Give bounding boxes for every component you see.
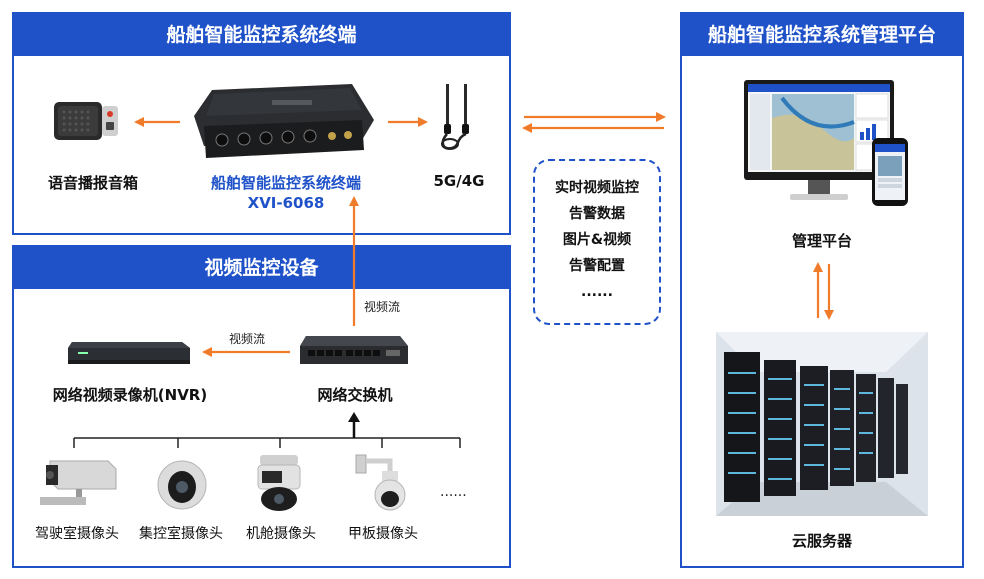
switch-device-icon	[300, 336, 408, 364]
camera-bus-lines	[73, 412, 461, 448]
bridge-camera-icon	[40, 460, 117, 505]
deck-camera-icon	[355, 454, 406, 511]
nvr-label: 网络视频录像机(NVR)	[52, 386, 208, 404]
camera-label-engine-room: 机舱摄像头	[246, 526, 316, 542]
stream-up-label: 视频流	[364, 300, 401, 314]
management-platform-label: 管理平台	[791, 232, 852, 250]
engine-room-camera-icon	[257, 455, 301, 511]
camera-label-deck: 甲板摄像头	[348, 526, 418, 542]
data-item-images-videos: 图片&视频	[562, 232, 632, 248]
speaker-label: 语音播报音箱	[47, 174, 138, 192]
data-item-realtime-video: 实时视频监控	[555, 180, 639, 196]
video-panel-title: 视频监控设备	[14, 247, 509, 289]
camera-more-label: ......	[440, 484, 467, 500]
data-types-box: 实时视频监控 告警数据 图片&视频 告警配置 ......	[533, 159, 661, 325]
terminal-model-label: XVI-6068	[247, 194, 325, 212]
cloud-server-label: 云服务器	[791, 532, 852, 550]
control-room-camera-icon	[157, 460, 207, 510]
camera-label-control-room: 集控室摄像头	[139, 526, 223, 542]
management-monitor-icon	[744, 80, 908, 206]
platform-panel-title: 船舶智能监控系统管理平台	[682, 14, 962, 56]
data-item-alarm-data: 告警数据	[569, 206, 625, 222]
camera-label-bridge: 驾驶室摄像头	[35, 526, 119, 542]
terminal-name-label: 船舶智能监控系统终端	[210, 174, 361, 192]
cloud-server-icon	[716, 332, 928, 516]
terminal-panel-title: 船舶智能监控系统终端	[14, 14, 509, 56]
nvr-device-icon	[68, 342, 190, 364]
video-panel: 视频监控设备	[12, 245, 511, 568]
antenna-label: 5G/4G	[433, 172, 485, 190]
switch-label: 网络交换机	[317, 386, 393, 404]
stream-left-label: 视频流	[229, 332, 266, 346]
antenna-icon	[441, 84, 469, 150]
data-item-more: ......	[581, 284, 613, 300]
speaker-icon	[54, 102, 118, 140]
data-item-alarm-config: 告警配置	[569, 258, 625, 274]
terminal-device-icon	[194, 84, 374, 158]
